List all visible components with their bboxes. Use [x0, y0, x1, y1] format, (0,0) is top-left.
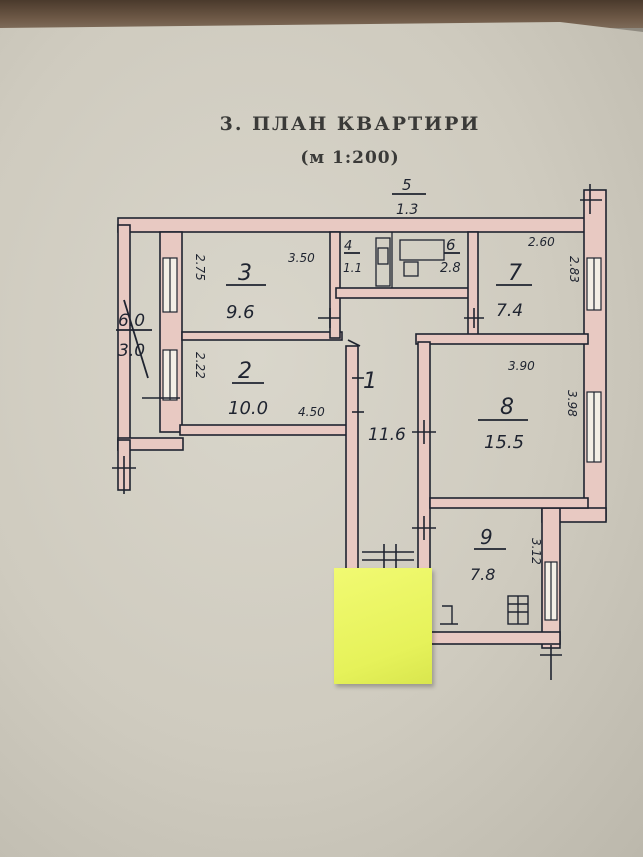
dim-room2-width: 4.50: [298, 405, 325, 419]
bathtub-icon: [375, 237, 391, 287]
room-1-number: 1: [363, 369, 377, 394]
room-5-number: 5: [402, 176, 412, 194]
plan-title: 3. ПЛАН КВАРТИРИ: [219, 113, 481, 135]
room-5-area: 1.3: [396, 202, 418, 218]
door-marks: [112, 184, 602, 680]
wall-room3-bath: [329, 231, 341, 339]
dim-room7-depth: 2.83: [567, 256, 581, 283]
sink-kitchen-icon: [442, 605, 453, 624]
bathroom-fixtures: [375, 232, 445, 288]
plan-scale: (м 1:200): [300, 148, 400, 168]
bathtub-inner-icon: [377, 247, 389, 265]
dim-room2-depth: 2.22: [193, 352, 207, 379]
room-3-number: 3: [238, 261, 252, 286]
room-6-area: 2.8: [440, 261, 461, 276]
room-8-number: 8: [500, 395, 514, 420]
balcony-area-top: 6.0: [118, 311, 145, 331]
dim-room8-width: 3.90: [508, 359, 535, 373]
room-1-area: 11.6: [368, 425, 406, 445]
room-4-area: 1.1: [343, 261, 362, 275]
wall-room7-bottom: [415, 333, 589, 345]
kitchen-fixtures: [440, 595, 529, 625]
wall-right-outer: [583, 189, 607, 521]
room-7-area: 7.4: [496, 301, 523, 321]
room-9-area: 7.8: [470, 565, 495, 584]
dim-room7-width: 2.60: [528, 235, 555, 249]
wall-room8-bottom: [429, 497, 589, 509]
room-9-number: 9: [480, 525, 493, 549]
room-2-area: 10.0: [228, 398, 268, 419]
dim-room8-depth: 3.98: [565, 390, 579, 417]
balcony-area-bottom: 3.0: [118, 341, 145, 361]
room-3-area: 9.6: [226, 302, 255, 323]
wall-room2-bottom: [179, 424, 351, 436]
wall-top-outer: [117, 217, 589, 233]
wall-bath-bottom: [335, 287, 475, 299]
room-8-area: 15.5: [484, 432, 524, 453]
wall-bath-room7: [467, 231, 479, 339]
paper-sheet: [0, 22, 643, 857]
toilet-icon: [403, 261, 419, 277]
dim-room3-depth: 2.75: [193, 254, 207, 281]
sticky-note: [334, 568, 432, 684]
wall-room3-room2: [181, 331, 343, 341]
dim-room9-depth: 3.12: [529, 538, 543, 565]
wall-room9-bottom: [429, 631, 561, 645]
dim-room3-width: 3.50: [288, 251, 315, 265]
windows: [162, 257, 602, 621]
room-7-number: 7: [508, 261, 522, 286]
wall-corridor-left: [345, 345, 359, 575]
room-6-number: 6: [446, 236, 456, 254]
dimension-labels: 3.50 2.75 2.22 4.50 2.60 2.83 3.90 3.98 …: [193, 235, 581, 565]
room-labels: 1 11.6 2 10.0 3 9.6 4 1.1 5 1.3 6 2.8 7 …: [118, 176, 524, 584]
sink-icon: [399, 239, 445, 261]
wall-left-outer: [117, 224, 131, 451]
area-bars: [116, 193, 532, 550]
room-4-number: 4: [344, 239, 352, 254]
room-2-number: 2: [238, 359, 252, 384]
